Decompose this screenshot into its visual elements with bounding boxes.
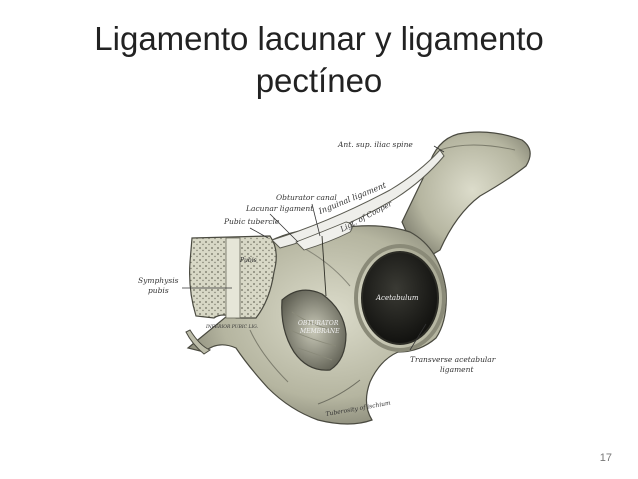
label-symphysis-2: pubis (148, 286, 169, 295)
acetabulum (361, 251, 439, 345)
label-pubic-tubercle: Pubic tubercle (223, 217, 280, 226)
pubis-label: Pubis (239, 257, 257, 264)
title-line-1: Ligamento lacunar y ligamento (94, 20, 544, 57)
label-ant-sup-iliac-spine: Ant. sup. iliac spine (337, 140, 413, 149)
inner-ramus-label: INFERIOR PUBIC LIG. (205, 324, 259, 330)
title-line-2: pectíneo (255, 62, 383, 99)
label-symphysis-1: Symphysis (138, 276, 179, 285)
lacunar-ligament (295, 221, 353, 251)
label-transverse-1: Transverse acetabular (410, 355, 496, 364)
obturator-label-1: OBTURATOR (298, 320, 339, 327)
label-obturator-canal: Obturator canal (276, 193, 337, 202)
page-number: 17 (599, 452, 612, 464)
obturator-label-2: MEMBRANE (299, 328, 340, 335)
slide-title: Ligamento lacunar y ligamento pectíneo (60, 18, 578, 102)
label-lacunar-ligament: Lacunar ligament (245, 204, 314, 213)
label-transverse-2: ligament (440, 365, 474, 374)
obturator-membrane (281, 289, 347, 371)
acetabulum-label: Acetabulum (375, 294, 419, 302)
